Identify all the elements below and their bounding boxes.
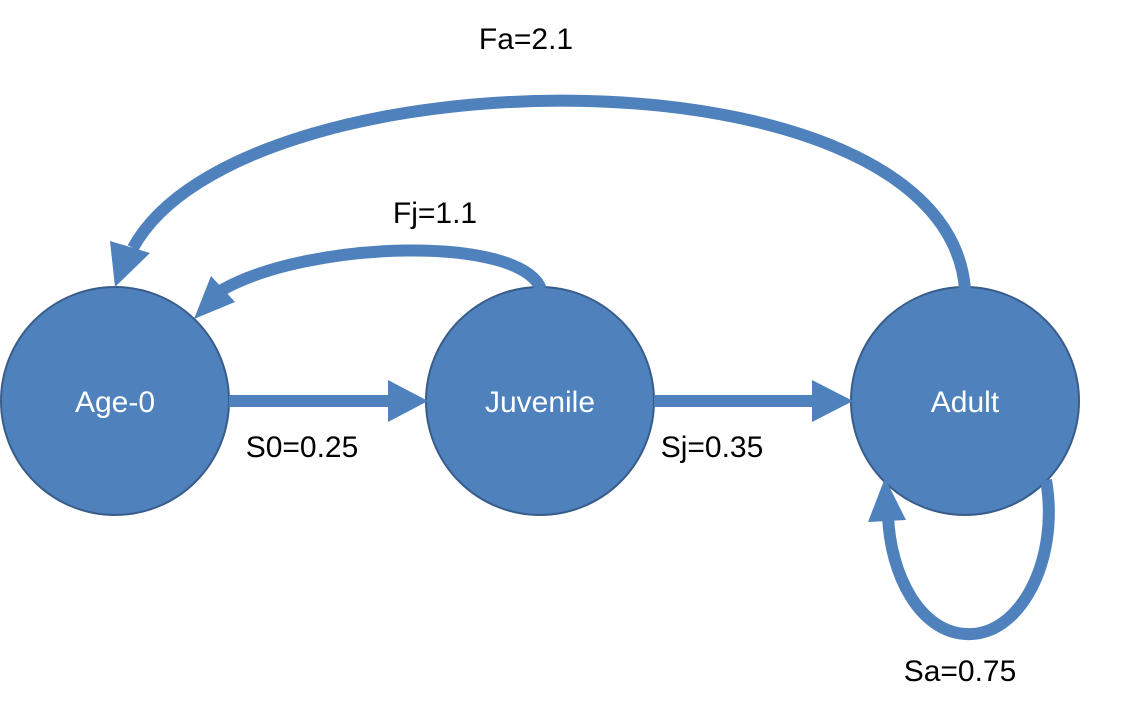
edge-juvenile-to-age0 (194, 244, 547, 319)
edge-age0-to-juvenile (229, 380, 428, 422)
node-label-juvenile: Juvenile (485, 386, 595, 419)
edge-label-fa: Fa=2.1 (479, 23, 573, 56)
edge-adult-self-loop (868, 478, 1055, 641)
edge-adult-to-age0 (110, 94, 971, 290)
node-label-age0: Age-0 (75, 386, 155, 419)
edge-label-s0: S0=0.25 (246, 431, 359, 464)
edge-label-sa: Sa=0.75 (904, 655, 1017, 688)
edge-juvenile-to-adult (654, 380, 853, 422)
node-label-adult: Adult (931, 386, 1000, 419)
edge-label-fj: Fj=1.1 (393, 197, 477, 230)
edge-label-sj: Sj=0.35 (661, 431, 764, 464)
